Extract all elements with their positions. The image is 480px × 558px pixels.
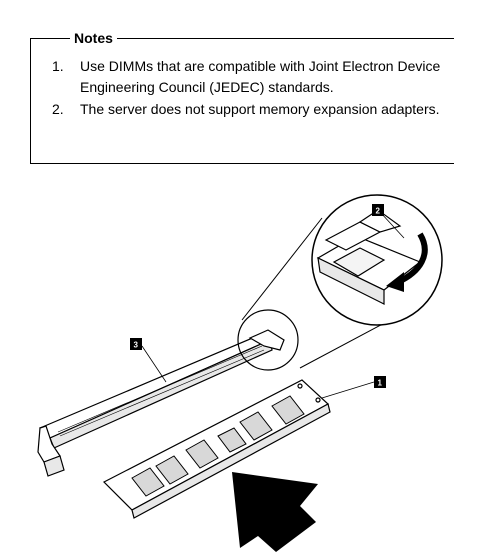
notes-list: 1. Use DIMMs that are compatible with Jo… [52, 56, 452, 121]
note-number: 2. [52, 101, 64, 117]
connector-pins [57, 345, 265, 437]
note-item-2: 2. The server does not support memory ex… [52, 99, 452, 120]
push-arrow [232, 472, 318, 552]
callout-3-label: 3 [134, 341, 139, 350]
memory-chips [131, 395, 305, 497]
notes-title: Notes [70, 29, 117, 47]
callout-2-label: 2 [376, 207, 381, 216]
detail-circle-small [237, 309, 299, 371]
note-text: The server does not support memory expan… [80, 101, 440, 117]
dimm-module [102, 379, 331, 519]
callout-1: 1 [321, 376, 386, 399]
dimm-connector [37, 329, 285, 477]
callout-3: 3 [130, 338, 167, 383]
note-text: Use DIMMs that are compatible with Joint… [80, 58, 441, 95]
note-item-1: 1. Use DIMMs that are compatible with Jo… [52, 56, 452, 98]
detail-circle-large [311, 194, 443, 326]
note-number: 1. [52, 58, 64, 74]
callout-1-label: 1 [378, 379, 383, 388]
notes-box [30, 38, 454, 164]
callout-2: 2 [372, 204, 405, 239]
